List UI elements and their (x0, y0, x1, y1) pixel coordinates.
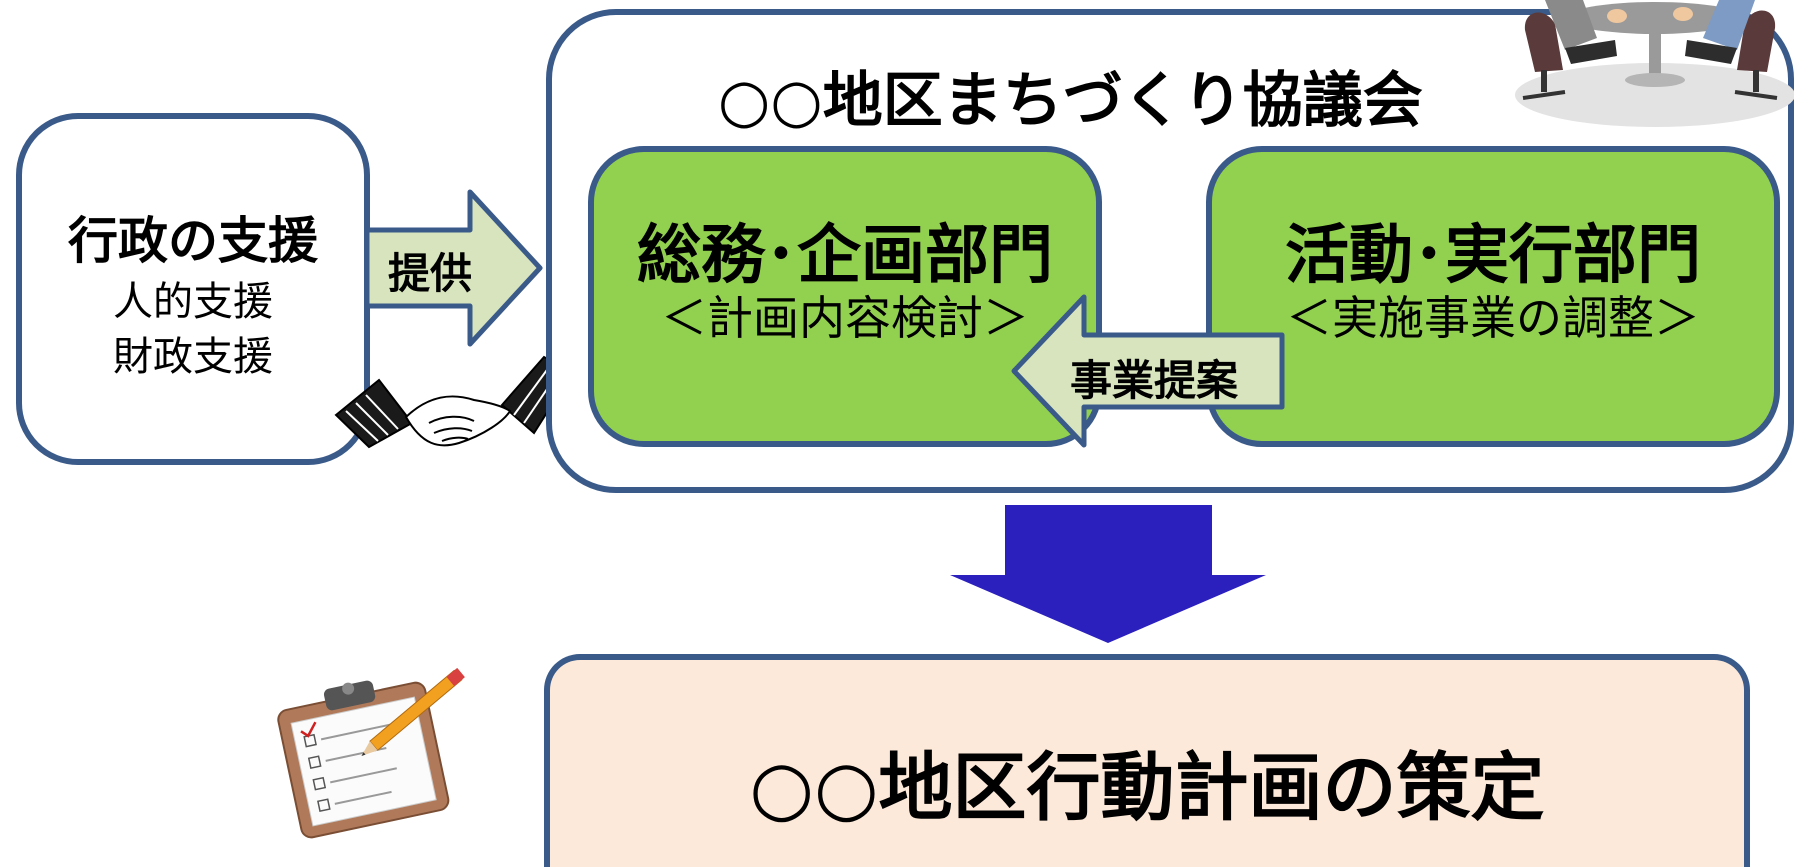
handshake-icon (334, 355, 574, 449)
council-title: ○○地区まちづくり協議会 (718, 66, 1423, 136)
dept-admin-title: 総務･企画部門 (637, 219, 1053, 293)
dept-activity-execution-box: 活動･実行部門 ＜実施事業の調整＞ (1206, 146, 1780, 447)
support-line-human: 人的支援 (113, 279, 273, 325)
provide-arrow (364, 189, 543, 347)
dept-admin-subtitle: ＜計画内容検討＞ (661, 291, 1029, 345)
government-support-box: 行政の支援 人的支援 財政支援 (16, 113, 370, 465)
down-arrow (950, 505, 1266, 643)
action-plan-title: ○○地区行動計画の策定 (749, 745, 1545, 831)
dept-admin-planning-box: 総務･企画部門 ＜計画内容検討＞ (588, 146, 1102, 447)
proposal-arrow-label: 事業提案 (1070, 356, 1239, 405)
proposal-arrow (1011, 294, 1285, 448)
clipboard-icon (277, 667, 465, 839)
support-line-financial: 財政支援 (113, 334, 273, 380)
meeting-icon (1515, 0, 1794, 127)
support-title: 行政の支援 (68, 212, 318, 270)
provide-arrow-label: 提供 (388, 249, 473, 298)
dept-activity-title: 活動･実行部門 (1285, 219, 1701, 293)
action-plan-box: ○○地区行動計画の策定 (544, 654, 1750, 867)
dept-activity-subtitle: ＜実施事業の調整＞ (1286, 291, 1700, 345)
